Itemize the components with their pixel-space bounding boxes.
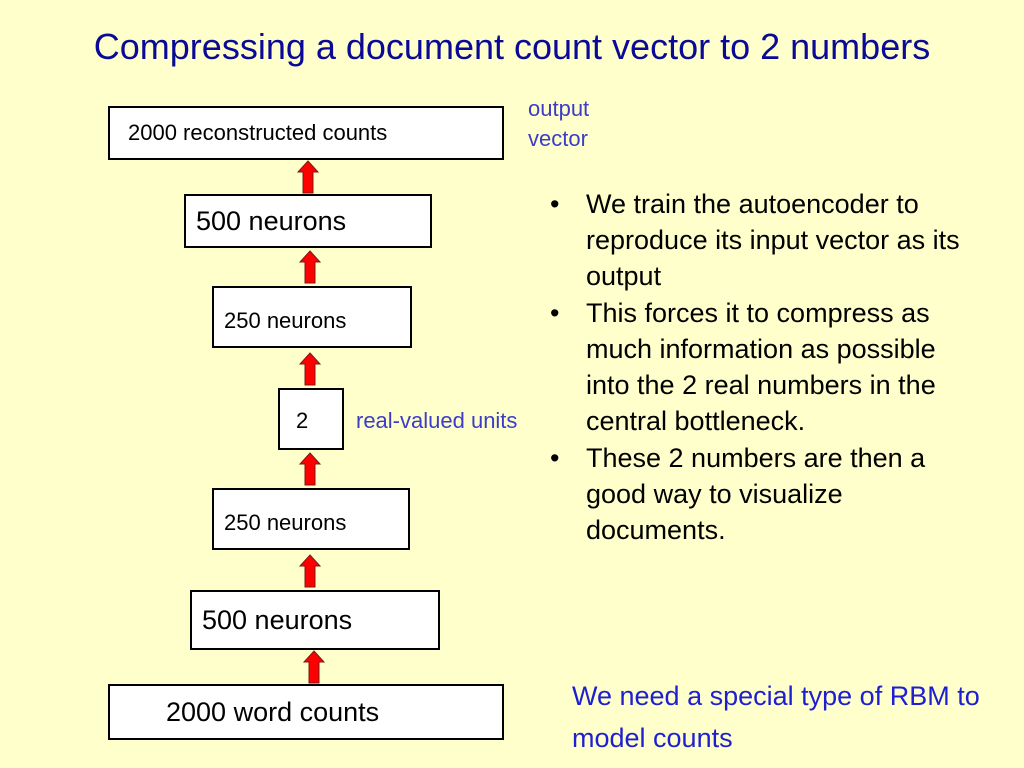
output-vector-label: output vector xyxy=(528,94,589,154)
up-arrow-icon xyxy=(298,554,322,588)
output-vector-label-line2: vector xyxy=(528,126,588,151)
layer-box-500-top: 500 neurons xyxy=(184,194,432,248)
bullet-list: We train the autoencoder to reproduce it… xyxy=(548,186,978,549)
rbm-note: We need a special type of RBM to model c… xyxy=(572,681,980,753)
layer-label-input: 2000 word counts xyxy=(166,696,380,727)
layer-label-500-top: 500 neurons xyxy=(196,205,347,236)
layer-label-code: 2 xyxy=(296,408,309,433)
layer-box-250-top: 250 neurons xyxy=(212,286,412,348)
bullet-item: This forces it to compress as much infor… xyxy=(548,295,978,439)
layer-box-input: 2000 word counts xyxy=(108,684,504,740)
bullet-item: We train the autoencoder to reproduce it… xyxy=(548,186,978,294)
bullet-item: These 2 numbers are then a good way to v… xyxy=(548,440,978,548)
layer-label-250-bottom: 250 neurons xyxy=(224,510,347,535)
layer-box-output: 2000 reconstructed counts xyxy=(108,106,504,160)
up-arrow-icon xyxy=(302,650,326,684)
layer-box-250-bottom: 250 neurons xyxy=(212,488,410,550)
up-arrow-icon xyxy=(298,452,322,486)
up-arrow-icon xyxy=(298,250,322,284)
up-arrow-icon xyxy=(296,160,320,194)
layer-box-500-bottom: 500 neurons xyxy=(190,590,440,650)
slide-title: Compressing a document count vector to 2… xyxy=(93,26,931,67)
layer-label-500-bottom: 500 neurons xyxy=(202,604,353,635)
output-vector-label-line1: output xyxy=(528,96,590,121)
up-arrow-icon xyxy=(298,352,322,386)
layer-label-250-top: 250 neurons xyxy=(224,308,347,333)
layer-box-code: 2 xyxy=(278,388,344,450)
layer-label-output: 2000 reconstructed counts xyxy=(128,120,388,145)
real-valued-units-label: real-valued units xyxy=(356,408,518,433)
